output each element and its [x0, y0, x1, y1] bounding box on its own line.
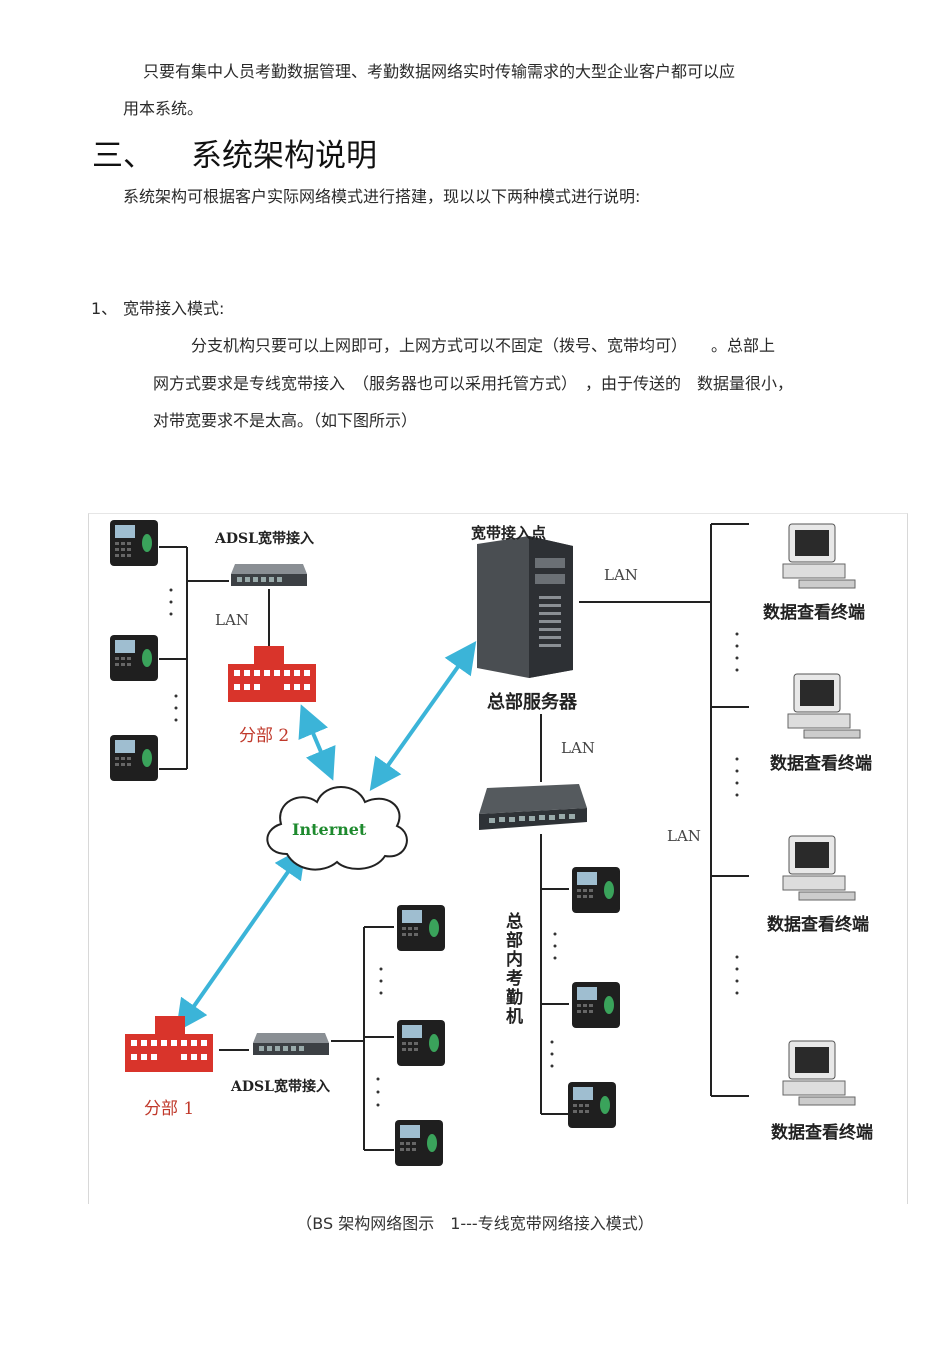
section-title: 系统架构说明 — [191, 138, 377, 174]
section-intro: 系统架构可根据客户实际网络模式进行搭建，现以以下两种模式进行说明: — [123, 187, 641, 206]
computer-terminal-icon — [782, 523, 856, 589]
attendance-device-icon — [110, 520, 158, 566]
intro-line-1: 只要有集中人员考勤数据管理、考勤数据网络实时传输需求的大型企业客户都可以应 — [143, 62, 736, 81]
server-tower-icon — [477, 536, 573, 678]
item-number: 1、 — [91, 299, 118, 318]
attendance-device-icon — [568, 1082, 616, 1128]
lan-label-server-right: LAN — [604, 566, 638, 584]
terminal-label: 数据查看终端 — [763, 603, 865, 623]
lan-label-terminals: LAN — [667, 827, 701, 845]
terminal-label: 数据查看终端 — [771, 1123, 873, 1143]
attendance-device-icon — [395, 1120, 443, 1166]
attendance-device-icon — [397, 905, 445, 951]
attendance-device-icon — [110, 735, 158, 781]
computer-terminal-icon — [782, 1040, 856, 1106]
intro-line-2: 用本系统。 — [123, 99, 204, 118]
access-point-label: 宽带接入点 — [471, 524, 547, 542]
internet-label: Internet — [292, 820, 367, 839]
lan-label-branch2: LAN — [215, 611, 249, 629]
hq-attendance-label: 总部内考勤机 — [502, 912, 522, 1026]
section-number: 三、 — [92, 138, 154, 174]
terminal-label: 数据查看终端 — [770, 754, 872, 774]
branch2-label: 分部 2 — [239, 726, 290, 746]
branch1-label: 分部 1 — [144, 1099, 195, 1119]
switch-icon — [479, 784, 587, 830]
terminal-label: 数据查看终端 — [767, 915, 869, 935]
switch-icon — [253, 1033, 329, 1055]
switch-icon — [231, 564, 307, 586]
computer-terminal-icon — [787, 673, 861, 739]
diagram-wires — [159, 523, 749, 1151]
building-icon — [228, 646, 316, 702]
attendance-device-icon — [397, 1020, 445, 1066]
figure-caption: （BS 架构网络图示 1---专线宽带网络接入模式） — [296, 1214, 654, 1233]
attendance-device-icon — [572, 982, 620, 1028]
lan-label-server-switch: LAN — [561, 739, 595, 757]
attendance-device-icon — [572, 867, 620, 913]
item-text-3: 对带宽要求不是太高。（如下图所示） — [153, 411, 418, 430]
attendance-device-icon — [110, 635, 158, 681]
adsl-label-top: ADSL宽带接入 — [215, 531, 314, 547]
network-diagram: ADSL宽带接入 LAN 分部 2 Internet 宽带接入点 总部服务器 L… — [88, 513, 908, 1204]
item-title: 宽带接入模式: — [123, 299, 225, 318]
cloud-icon — [266, 786, 408, 871]
hq-server-label: 总部服务器 — [487, 692, 577, 713]
adsl-label-bottom: ADSL宽带接入 — [231, 1079, 330, 1095]
building-icon — [125, 1016, 213, 1072]
item-text-1: 分支机构只要可以上网即可，上网方式可以不固定（拨号、宽带均可） 。总部上 — [191, 336, 776, 355]
computer-terminal-icon — [782, 835, 856, 901]
item-text-2: 网方式要求是专线宽带接入 （服务器也可以采用托管方式） ，由于传送的 数据量很小… — [153, 374, 794, 393]
